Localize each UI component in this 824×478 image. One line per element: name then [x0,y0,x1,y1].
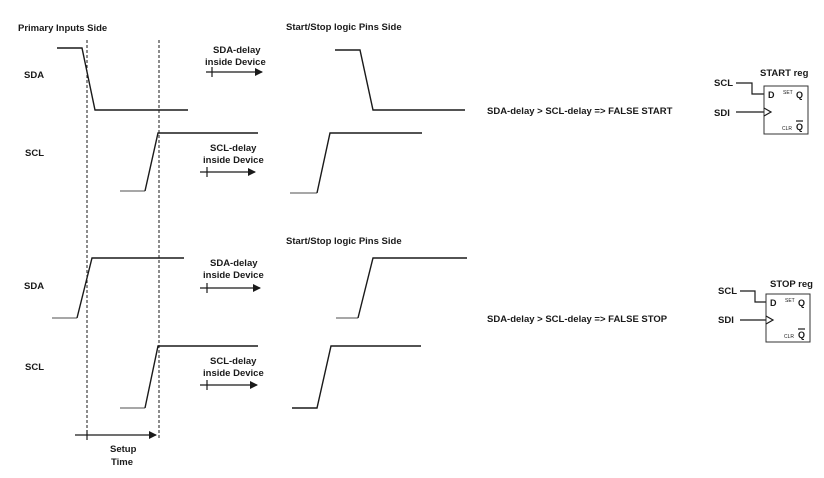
sda-waveform-top-pins [335,49,465,111]
start-reg-q-pin: Q [796,90,803,100]
sda-label-top: SDA [24,70,44,81]
start-reg-sdi-label: SDI [714,108,730,119]
false-stop-condition: SDA-delay > SCL-delay => FALSE STOP [487,314,668,325]
start-reg-clr-pin: CLR [782,126,792,132]
stop-reg-sdi-label: SDI [718,315,734,326]
stop-reg-flipflop [765,293,811,343]
sda-delay-label-bottom: SDA-delay [210,258,258,269]
stop-reg-title: STOP reg [770,279,813,290]
start-reg-set-pin: SET [783,90,793,96]
false-start-condition: SDA-delay > SCL-delay => FALSE START [487,106,673,117]
sda-label-bottom: SDA [24,281,44,292]
pins-side-label-bottom: Start/Stop logic Pins Side [286,236,402,247]
start-reg-title: START reg [760,68,809,79]
scl-delay-label-top: SCL-delay [210,143,257,154]
stop-reg-qbar-pin: Q [798,330,805,340]
start-reg-clock-triangle [763,107,773,117]
sda-delay-sub-top: inside Device [205,57,266,68]
stop-reg-d-pin: D [770,298,777,308]
setup-time-label-1: Setup [110,444,137,455]
setup-time-label-2: Time [111,457,133,468]
pins-side-label-top: Start/Stop logic Pins Side [286,22,402,33]
scl-waveform-top-primary [144,132,258,192]
start-reg-d-pin: D [768,90,775,100]
sda-waveform-bottom-pins [357,257,467,319]
scl-label-top: SCL [25,148,44,159]
stop-reg-q-pin: Q [798,298,805,308]
stop-reg-d-wire [740,290,766,303]
scl-delay-label-bottom: SCL-delay [210,356,257,367]
start-reg-d-wire [736,82,764,95]
start-reg-qbar-pin: Q [796,122,803,132]
scl-waveform-bottom-primary [144,345,258,409]
sda-waveform-top-primary [57,47,188,111]
scl-delay-sub-top: inside Device [203,155,264,166]
stop-reg-clock-triangle [765,315,775,325]
scl-delay-sub-bottom: inside Device [203,368,264,379]
stop-reg-scl-label: SCL [718,286,737,297]
stop-reg-set-pin: SET [785,298,795,304]
sda-delay-sub-bottom: inside Device [203,270,264,281]
scl-waveform-bottom-pins [292,345,421,409]
scl-waveform-top-pins [316,132,422,194]
start-reg-flipflop [763,85,809,135]
stop-reg-clr-pin: CLR [784,334,794,340]
start-reg-scl-label: SCL [714,78,733,89]
sda-delay-label-top: SDA-delay [213,45,261,56]
scl-label-bottom: SCL [25,362,44,373]
sda-waveform-bottom-primary [76,257,184,319]
primary-inputs-side-label: Primary Inputs Side [18,23,107,34]
